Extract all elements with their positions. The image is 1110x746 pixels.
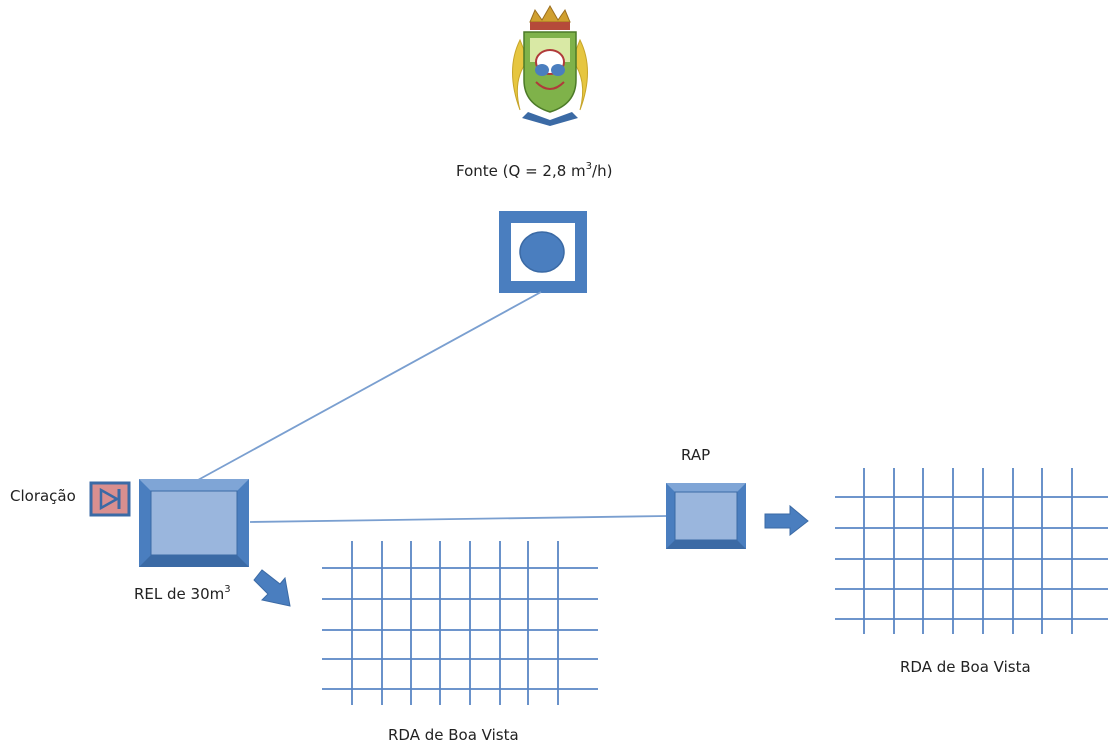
source-label: Fonte (Q = 2,8 m3/h) xyxy=(456,161,612,180)
pipe-rel-to-rap xyxy=(249,515,668,523)
coat-of-arms-emblem xyxy=(512,4,588,126)
reservoir-rap-label: RAP xyxy=(681,446,710,464)
arrow-rel-to-network xyxy=(253,569,291,607)
network-left-label: RDA de Boa Vista xyxy=(388,726,519,744)
network-grid-right xyxy=(835,468,1108,634)
source-well-symbol xyxy=(499,211,587,293)
pipe-source-to-rel xyxy=(197,291,542,481)
reservoir-rap-symbol xyxy=(666,483,746,549)
reservoir-rel-label: REL de 30m3 xyxy=(134,584,231,603)
chlorination-label: Cloração xyxy=(10,487,76,505)
network-grid-left xyxy=(322,541,598,705)
arrow-rap-to-network xyxy=(764,504,809,537)
chlorination-symbol xyxy=(89,481,131,517)
network-right-label: RDA de Boa Vista xyxy=(900,658,1031,676)
reservoir-rel-symbol xyxy=(139,479,249,567)
